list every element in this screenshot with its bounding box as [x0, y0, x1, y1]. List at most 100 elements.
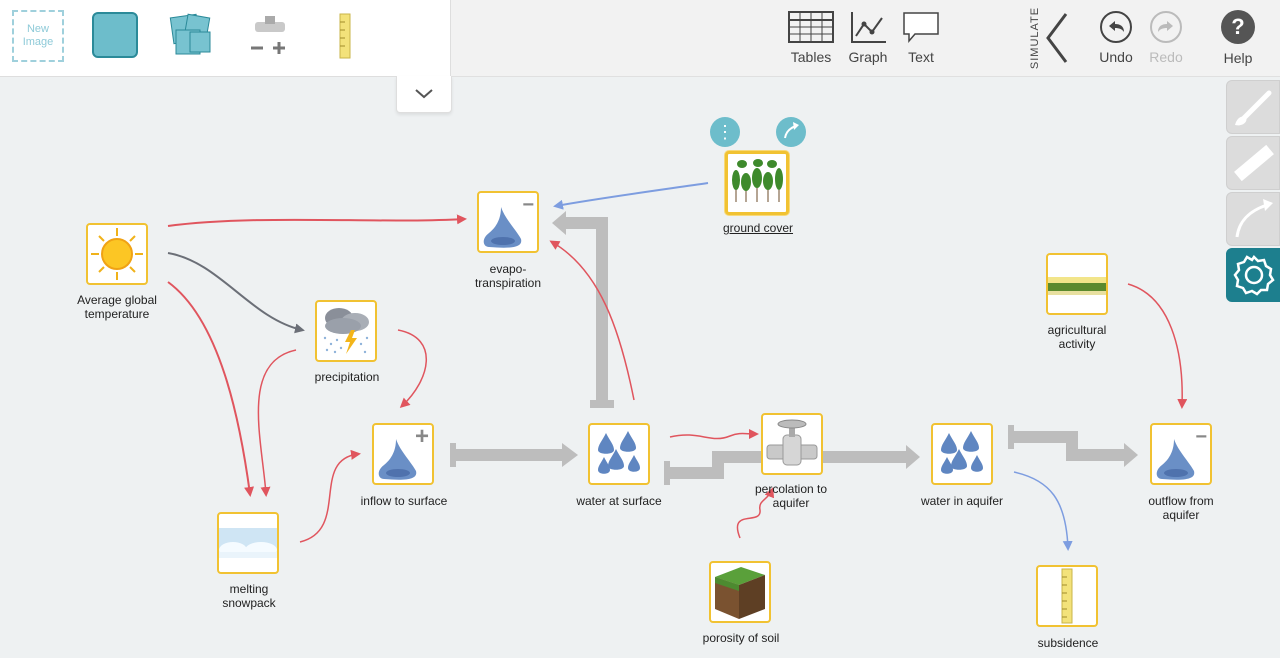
flow-aquifer-to-outflow[interactable] — [1008, 425, 1138, 467]
redo-label: Redo — [1149, 49, 1183, 65]
label-ground-cover: ground cover — [722, 221, 794, 235]
node-water-in-aquifer[interactable] — [931, 423, 993, 485]
node-evapotranspiration[interactable]: − — [477, 191, 539, 253]
label-agricultural-activity: agricultural activity — [1047, 323, 1107, 351]
label-subsidence: subsidence — [1037, 636, 1099, 650]
palette-collection[interactable] — [168, 12, 216, 60]
label-percolation-to-aquifer: percolation to aquifer — [754, 482, 828, 510]
flow-inflow-to-surface[interactable] — [450, 443, 578, 467]
ruler-icon — [339, 13, 351, 59]
minus-sign: − — [1195, 426, 1207, 448]
link-precipitation-to-melting[interactable] — [257, 349, 297, 497]
relationship-tool-tab[interactable] — [1226, 192, 1280, 246]
link-temp-to-evapotranspiration[interactable] — [167, 214, 467, 227]
ruler-tool-tab[interactable] — [1226, 136, 1280, 190]
link-groundcover-to-evapotranspiration[interactable] — [553, 182, 709, 210]
help-button[interactable]: ? Help — [1216, 10, 1260, 66]
water-drops-icon — [598, 431, 640, 474]
text-button[interactable]: Text — [900, 10, 942, 65]
tables-button[interactable]: Tables — [786, 10, 836, 65]
label-evapotranspiration: evapo- transpiration — [474, 262, 542, 290]
water-drops-icon — [941, 431, 983, 474]
plus-sign: + — [414, 423, 429, 450]
link-porosity-to-percolation[interactable] — [736, 487, 775, 539]
link-arrow-icon — [784, 122, 799, 139]
link-agricultural-to-outflow[interactable] — [1127, 283, 1188, 409]
label-outflow-from-aquifer: outflow from aquifer — [1148, 494, 1214, 522]
top-toolbar: New Image — [0, 0, 1280, 77]
link-aquifer-to-subsidence[interactable] — [1013, 471, 1073, 551]
paintbrush-icon — [1235, 90, 1272, 126]
soil-block-icon — [715, 567, 765, 619]
node-subsidence[interactable] — [1036, 565, 1098, 627]
graph-button[interactable]: Graph — [844, 10, 892, 65]
node-porosity-of-soil[interactable] — [709, 561, 771, 623]
curved-arrow-icon — [1235, 199, 1273, 238]
node-ground-cover[interactable] — [725, 151, 789, 215]
tables-label: Tables — [790, 49, 832, 65]
water-drop-icon — [483, 207, 522, 248]
flow-surface-to-evapotranspiration[interactable] — [552, 211, 614, 408]
label-precipitation: precipitation — [314, 370, 380, 384]
ruler-tool-icon — [1234, 144, 1274, 182]
snowy-landscape-icon — [219, 528, 277, 558]
node-outflow-from-aquifer[interactable]: − — [1150, 423, 1212, 485]
chevron-down-icon — [415, 89, 433, 99]
valve-icon — [766, 419, 818, 466]
label-average-global-temperature: Average global temperature — [77, 293, 157, 321]
link-precipitation-to-inflow[interactable] — [397, 329, 427, 409]
redo-button[interactable]: Redo — [1144, 10, 1188, 65]
trees-icon — [732, 159, 783, 202]
simulate-toggle[interactable]: SIMULATE — [1020, 6, 1072, 70]
palette-expand-tab[interactable] — [396, 76, 452, 113]
node-agricultural-activity[interactable] — [1046, 253, 1108, 315]
node-inflow-to-surface[interactable]: + — [372, 423, 434, 485]
draw-tool-tab[interactable] — [1226, 80, 1280, 134]
graph-label: Graph — [848, 49, 888, 65]
help-icon: ? — [1221, 10, 1255, 44]
gear-icon — [1233, 255, 1275, 296]
label-water-at-surface: water at surface — [576, 494, 662, 508]
graph-icon — [851, 12, 886, 43]
square-shape-icon — [92, 12, 138, 58]
node-precipitation[interactable] — [315, 300, 377, 362]
undo-button[interactable]: Undo — [1094, 10, 1138, 65]
node-percolation-to-aquifer[interactable] — [761, 413, 823, 475]
node-water-at-surface[interactable] — [588, 423, 650, 485]
stacked-squares-icon — [169, 13, 211, 55]
text-label: Text — [908, 49, 934, 65]
label-porosity-of-soil: porosity of soil — [702, 631, 780, 645]
link-melting-to-inflow[interactable] — [299, 449, 361, 543]
undo-label: Undo — [1099, 49, 1133, 65]
node-menu-button[interactable]: ⋮ — [710, 117, 740, 147]
new-image-label: New Image — [22, 23, 54, 48]
label-melting-snowpack: melting snowpack — [222, 582, 276, 610]
valve-icon — [251, 16, 285, 54]
palette-valve[interactable] — [247, 12, 295, 60]
table-icon — [788, 11, 834, 43]
label-inflow-to-surface: inflow to surface — [360, 494, 448, 508]
link-temp-to-precipitation[interactable] — [167, 252, 305, 334]
storm-cloud-icon — [323, 308, 369, 354]
sun-icon — [91, 228, 143, 280]
undo-icon — [1100, 11, 1132, 43]
chevron-left-icon — [1046, 13, 1068, 63]
link-surface-to-evapotranspiration[interactable] — [549, 240, 635, 401]
label-water-in-aquifer: water in aquifer — [920, 494, 1004, 508]
node-average-global-temperature[interactable] — [86, 223, 148, 285]
settings-tool-tab[interactable] — [1226, 248, 1280, 302]
node-melting-snowpack[interactable] — [217, 512, 279, 574]
redo-icon — [1150, 11, 1182, 43]
palette-blank-square[interactable] — [92, 12, 140, 60]
link-temp-to-melting[interactable] — [167, 281, 255, 497]
help-label: Help — [1223, 50, 1253, 66]
minus-sign: − — [522, 194, 534, 216]
link-surface-to-percolation[interactable] — [669, 428, 759, 440]
new-image-button[interactable]: New Image — [12, 10, 64, 62]
water-drop-icon — [378, 439, 417, 480]
speech-bubble-icon — [903, 12, 939, 44]
flow-surface-to-aquifer[interactable] — [664, 445, 920, 485]
palette-ruler[interactable] — [338, 12, 354, 60]
node-link-button[interactable] — [776, 117, 806, 147]
